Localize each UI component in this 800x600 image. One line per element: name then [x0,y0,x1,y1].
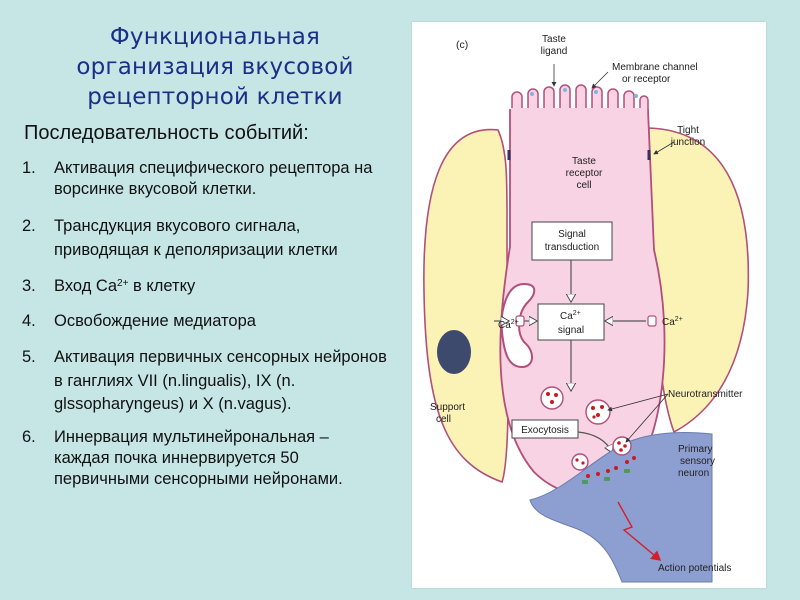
taste-cell-diagram: (c) Taste ligand Membrane channel or rec… [423,34,750,583]
membrane-channel-label: or receptor [622,74,671,85]
calcium-channels [515,315,657,327]
ca-signal-label: signal [558,325,584,336]
support-cell-nucleus [437,330,471,374]
neurotransmitter-label: Neurotransmitter [668,389,743,400]
signal-transduction-box [531,221,613,261]
taste-ligand-label: ligand [541,46,568,57]
flow-arrows [494,260,646,452]
event-text: Активация специфического рецептора на во… [54,159,373,198]
primary-neuron-label: Primary [678,444,712,455]
signal-transduction-label: Signal [558,229,586,240]
support-cell-right [647,127,750,434]
event-text: Иннервация мультинейрональная – каждая п… [54,427,343,488]
title-line: организация вкусовой [76,54,354,80]
membrane-channel-label: Membrane channel [612,62,698,73]
taste-receptor-cell-label: Taste [572,156,596,167]
event-text: Трансдукция вкусового сигнала, приводяща… [54,217,338,259]
panel-label: (c) [456,39,468,51]
event-number: 3. [22,277,36,295]
support-cell-left [423,128,510,484]
event-text: Освобождение медиатора [54,312,256,330]
event-text: Вход Ca [54,277,118,295]
event-number: 1. [22,159,36,177]
events-list: 1. Активация специфического рецептора на… [22,158,387,490]
exocytosis-label: Exocytosis [521,425,569,436]
slide-title: Функциональная организация вкусовой реце… [30,22,400,112]
title-line: рецепторной клетки [87,84,343,110]
ca-signal-label: Ca2+ [560,310,581,322]
primary-neuron-label: neuron [678,468,709,479]
taste-receptor-cell-label: receptor [566,168,603,179]
vesicles [540,386,636,484]
tight-junction-label: Tight [677,125,699,136]
action-potentials-label: Action potentials [658,563,731,574]
action-potential-arrow [617,501,662,561]
event-number: 5. [22,348,36,366]
primary-neuron-label: sensory [680,456,715,467]
event-number: 2. [22,217,36,235]
tight-junction-marks [507,150,651,160]
event-text: Активация первичных сенсорных нейронов в… [54,348,387,413]
ca-right-label: Ca2+ [662,316,683,328]
ca-left-label: Ca2+ [498,319,519,331]
taste-ligand-label: Taste [542,34,566,45]
event-item: 4. Освобождение медиатора [22,311,387,332]
support-cell-label: Support [430,402,465,413]
event-text-after: в клетку [128,277,196,295]
event-item: 6. Иннервация мультинейрональная – кажда… [22,427,387,490]
event-number: 6. [22,427,36,446]
title-line: Функциональная [109,24,321,50]
events-heading: Последовательность событий: [24,122,309,144]
event-item: 1. Активация специфического рецептора на… [22,158,387,200]
support-cell-label: cell [436,414,451,425]
event-item: 5. Активация первичных сенсорных нейроно… [22,346,387,417]
event-item: 2. Трансдукция вкусового сигнала, привод… [22,214,387,262]
leader-lines [551,64,675,443]
exocytosis-box [511,419,579,439]
tight-junction-label: junction [670,137,705,148]
taste-cell-figure: (c) Taste ligand Membrane channel or rec… [412,22,766,588]
membrane-receptors [530,88,638,98]
event-superscript: 2+ [117,278,129,289]
signal-transduction-label: transduction [545,242,599,253]
taste-receptor-cell-label: cell [576,180,591,191]
event-item: 3. Вход Ca2+ в клетку [22,276,387,297]
event-number: 4. [22,312,36,330]
